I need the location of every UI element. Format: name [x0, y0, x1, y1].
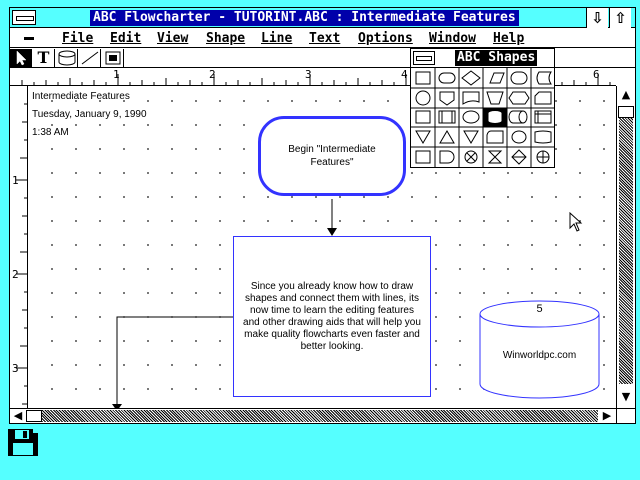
cylinder-label: Winworldpc.com [502, 350, 577, 361]
ellipse-shape-icon[interactable] [462, 110, 480, 124]
cylinder-icon [58, 50, 76, 66]
pentagon-shape-icon[interactable] [439, 91, 455, 106]
menu-help[interactable]: Help [493, 31, 525, 46]
scroll-up-arrow-icon[interactable]: ▲ [621, 88, 631, 101]
document-system-menu[interactable] [24, 37, 34, 40]
mouse-cursor-icon [569, 212, 583, 232]
horizontal-scrollbar[interactable]: ◀ ▶ [10, 408, 616, 423]
horizontal-scroll-track[interactable] [42, 410, 598, 422]
oval-shape-icon[interactable] [511, 130, 527, 144]
ruler-label-1: 1 [113, 68, 120, 81]
menu-bar: File Edit View Shape Line Text Options W… [10, 29, 635, 48]
menu-edit[interactable]: Edit [110, 31, 142, 46]
rectangle-shape-icon[interactable] [415, 71, 431, 85]
offpage-shape-icon[interactable] [463, 130, 479, 144]
doc-title: Intermediate Features [32, 91, 130, 102]
window-title: ABC Flowcharter - TUTORINT.ABC : Interme… [90, 10, 519, 26]
ruler-label-6: 6 [593, 68, 600, 81]
predefined-process-shape-icon[interactable] [438, 110, 456, 124]
extract-shape-icon[interactable] [439, 130, 455, 144]
terminator-shape-icon[interactable] [510, 71, 528, 85]
vertical-scroll-thumb[interactable] [618, 106, 634, 118]
vruler-label-1: 1 [12, 174, 19, 187]
connector-lines [112, 199, 337, 408]
vertical-ruler: 1 2 3 [10, 86, 28, 408]
box-shape-icon[interactable] [415, 110, 431, 124]
line-icon [81, 51, 99, 65]
begin-terminator-shape[interactable]: Begin "Intermediate Features" [258, 116, 406, 196]
diamond-shape-icon[interactable] [461, 70, 481, 86]
direct-access-shape-icon[interactable] [508, 110, 528, 124]
manual-op-shape-icon[interactable] [486, 91, 504, 105]
tape-shape-icon[interactable] [534, 130, 552, 144]
sort-shape-icon[interactable] [511, 149, 527, 165]
line-tool[interactable] [79, 49, 101, 67]
palette-system-box[interactable] [413, 51, 435, 65]
menu-view[interactable]: View [157, 31, 189, 46]
floppy-disk-icon[interactable] [8, 429, 38, 456]
pointer-icon [16, 50, 27, 66]
horizontal-scroll-thumb[interactable] [26, 410, 42, 422]
menu-options[interactable]: Options [358, 31, 413, 46]
shape-tool[interactable] [56, 49, 78, 67]
parallelogram-shape-icon[interactable] [489, 72, 505, 84]
vruler-label-3: 3 [12, 362, 19, 375]
app-window: ABC Flowcharter - TUTORINT.ABC : Interme… [9, 7, 636, 424]
disk-shape-icon-selected[interactable] [483, 108, 507, 127]
scroll-left-arrow-icon[interactable]: ◀ [13, 409, 23, 422]
vertical-scrollbar[interactable]: ▲ ▼ [616, 86, 635, 408]
frame-icon [105, 51, 121, 65]
palette-title-bar[interactable]: ABC Shapes [411, 49, 554, 68]
system-menu-box[interactable] [12, 10, 36, 25]
shape-palette-grid[interactable] [411, 68, 554, 167]
text-tool[interactable]: T [33, 49, 55, 67]
title-bar[interactable]: ABC Flowcharter - TUTORINT.ABC : Interme… [10, 8, 635, 28]
stored-data-shape-icon[interactable] [536, 71, 552, 85]
ruler-label-4: 4 [401, 68, 408, 81]
doc-time: 1:38 AM [32, 127, 69, 138]
menu-text[interactable]: Text [309, 31, 341, 46]
or-shape-icon[interactable] [536, 150, 550, 164]
document-shape-icon[interactable] [462, 91, 480, 105]
summing-junction-shape-icon[interactable] [464, 150, 478, 164]
scroll-right-arrow-icon[interactable]: ▶ [602, 409, 612, 422]
maximize-button[interactable]: ⇧ [609, 8, 631, 28]
cylinder-shape[interactable]: 5 Winworldpc.com [479, 300, 600, 400]
circle-shape-icon[interactable] [415, 90, 431, 106]
vertical-scroll-track[interactable] [619, 106, 633, 384]
palette-title: ABC Shapes [455, 50, 538, 66]
abc-shapes-palette[interactable]: ABC Shapes [410, 48, 555, 168]
display-shape-icon[interactable] [486, 130, 504, 144]
menu-window[interactable]: Window [429, 31, 476, 46]
process-shape[interactable]: Since you already know how to draw shape… [233, 236, 431, 397]
pointer-tool[interactable] [10, 49, 32, 67]
scroll-down-arrow-icon[interactable]: ▼ [621, 390, 631, 403]
rounded-rect-shape-icon[interactable] [438, 72, 456, 84]
doc-date: Tuesday, January 9, 1990 [32, 109, 147, 120]
delay-shape-icon[interactable] [439, 150, 455, 164]
menu-line[interactable]: Line [261, 31, 293, 46]
hexagon-shape-icon[interactable] [508, 91, 530, 105]
size-corner [616, 408, 635, 423]
vruler-ticks [16, 103, 28, 405]
ruler-label-2: 2 [209, 68, 216, 81]
vruler-label-2: 2 [12, 268, 19, 281]
menu-file[interactable]: File [62, 31, 94, 46]
frame-tool[interactable] [102, 49, 124, 67]
cylinder-number: 5 [536, 303, 543, 315]
square-shape-icon[interactable] [415, 150, 431, 164]
minimize-button[interactable]: ⇩ [586, 8, 608, 28]
menu-shape[interactable]: Shape [206, 31, 246, 46]
collate-shape-icon[interactable] [487, 150, 503, 164]
internal-storage-shape-icon[interactable] [534, 110, 552, 124]
cylinder-outline [479, 300, 600, 399]
card-shape-icon[interactable] [534, 91, 552, 105]
ruler-label-3: 3 [305, 68, 312, 81]
merge-shape-icon[interactable] [415, 130, 431, 144]
ruler-ticks [21, 74, 611, 86]
